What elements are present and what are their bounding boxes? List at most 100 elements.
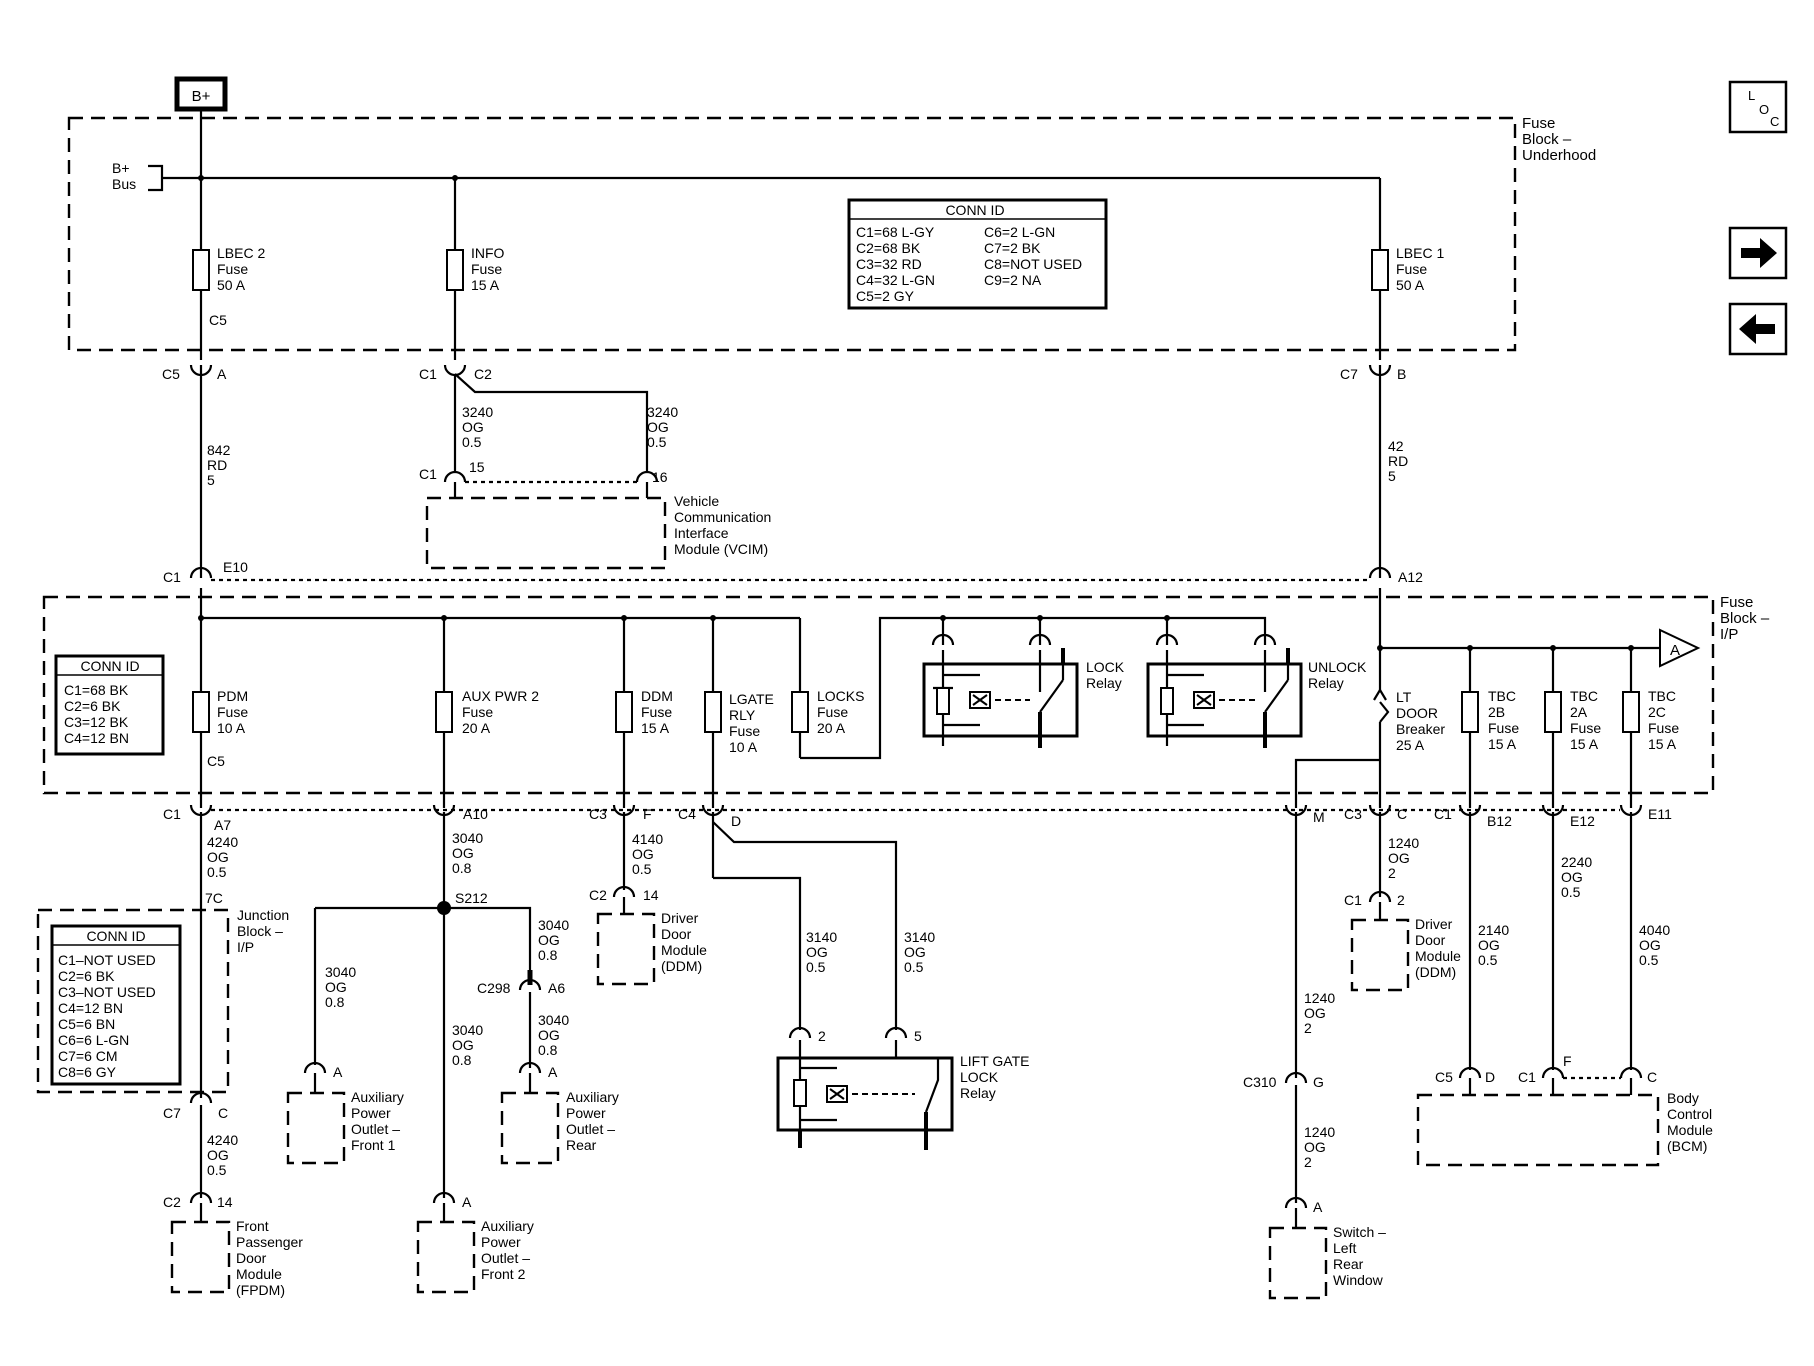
ip-a12: A12 (1398, 569, 1423, 585)
breaker-label: LT DOOR Breaker 25 A (1396, 689, 1449, 753)
wire-3240-b: 3240 OG 0.5 (647, 404, 682, 450)
apo-f2-pin: A (462, 1194, 472, 1210)
module-ddm-left (596, 912, 656, 986)
fuse-ddm-label: DDM Fuse 15 A (641, 688, 677, 736)
underhood-label: Fuse Block – Underhood (1522, 115, 1596, 164)
offpage-connector-a[interactable] (1659, 628, 1701, 668)
fuse-lbec2-label: LBEC 2 Fuse 50 A (217, 245, 269, 293)
conn-id-ip: CONN ID C1=68 BK C2=6 BK C3=12 BK C4=12 … (54, 654, 165, 756)
lock-relay-label: LOCK Relay (1086, 659, 1128, 691)
wire-1240-b: 1240 OG 2 (1304, 990, 1339, 1036)
svg-text:C1=68 L-GY C2=68 BK: C1=68 L-GY C2=68 BK C3=32 RD C4=32 L-GN … (856, 224, 939, 304)
svg-text:O: O (1759, 102, 1769, 117)
wire-2240: 2240 OG 0.5 (1561, 854, 1596, 900)
wire-4240-b: 4240 OG 0.5 (207, 1132, 242, 1178)
fuse-locks (791, 691, 809, 733)
arrow-left-icon[interactable] (1728, 302, 1788, 356)
wire-42: 42 RD 5 (1388, 438, 1412, 484)
module-switch-left-rear-window (1268, 1226, 1328, 1300)
fuse-tbc-2a-label: TBC 2A Fuse 15 A (1570, 688, 1605, 752)
switch-pin-a: A (1313, 1199, 1323, 1215)
junction-block-ip (36, 908, 230, 1094)
wire-3040-e: 3040 OG 0.8 (452, 1022, 487, 1068)
wire-3040-d: 3040 OG 0.8 (538, 1012, 573, 1058)
wire-3040-b: 3040 OG 0.8 (325, 964, 360, 1010)
module-apo-front-2 (416, 1220, 476, 1294)
module-apo-front-1 (286, 1091, 346, 1165)
wire-2140: 2140 OG 0.5 (1478, 922, 1513, 968)
module-ddm-right (1350, 918, 1410, 992)
fuse-aux-pwr-2-label: AUX PWR 2 Fuse 20 A (462, 688, 543, 736)
ddm-right-label: Driver Door Module (DDM) (1415, 916, 1465, 980)
svg-text:CONN ID: CONN ID (945, 202, 1004, 218)
ip-c1-e10: C1E10 (163, 559, 248, 585)
fuse-lbec1 (1371, 249, 1389, 291)
arrow-right-icon[interactable] (1728, 226, 1788, 280)
lift-gate-relay (776, 1040, 954, 1150)
fuse-lbec2 (192, 249, 210, 291)
bcm-label: Body Control Module (BCM) (1667, 1090, 1717, 1154)
wire-4240-a: 4240 OG 0.5 (207, 834, 242, 880)
ddm-left-label: Driver Door Module (DDM) (661, 910, 711, 974)
ip-block-label: Fuse Block – I/P (1720, 594, 1773, 643)
svg-text:C1–NOT USED C2=6 BK: C1–NOT USED C2=6 BK C3–NOT USED C4=12 BN… (58, 952, 160, 1080)
c5-inner-label: C5 (209, 312, 227, 328)
fuse-pdm-label: PDM Fuse 10 A (217, 688, 252, 736)
svg-text:L: L (1748, 88, 1755, 103)
fuse-aux-pwr-2 (435, 691, 453, 733)
svg-text:C6=2 L-GN C7=2 BK: C6=2 L-GN C7=2 BK C8=NOT USED C9=2 NA (984, 224, 1086, 288)
wire-3140-b: 3140 OG 0.5 (904, 929, 939, 975)
wire-3040-a: 3040 OG 0.8 (452, 830, 487, 876)
wire-4040: 4040 OG 0.5 (1639, 922, 1674, 968)
fuse-tbc-2b (1461, 691, 1479, 733)
fuse-block-ip (42, 595, 1715, 795)
fuse-tbc-2c-label: TBC 2C Fuse 15 A (1648, 688, 1683, 752)
bcm-connectors: C5 D C1 F C (1435, 1053, 1657, 1085)
fuse-tbc-2c (1622, 691, 1640, 733)
pdm-c5-label: C5 (207, 753, 225, 769)
vcim-label: Vehicle Communication Interface Module (… (674, 493, 775, 557)
svg-text:C1=68 BK C2=6 BK C: C1=68 BK C2=6 BK C3=12 BK C4=12 BN (64, 682, 132, 746)
module-bcm (1416, 1093, 1660, 1167)
offpage-a-label: A (1670, 642, 1680, 659)
junction-block-label: Junction Block – I/P (237, 907, 293, 955)
fuse-ddm (615, 691, 633, 733)
apo-f2-label: Auxiliary Power Outlet – Front 2 (481, 1218, 538, 1282)
unlock-relay-label: UNLOCK Relay (1308, 659, 1370, 691)
svg-text:CONN ID: CONN ID (86, 928, 145, 944)
fuse-lgate-rly-label: LGATE RLY Fuse 10 A (729, 691, 778, 755)
fuse-info-label: INFO Fuse 15 A (471, 245, 508, 293)
conn-id-underhood: CONN ID C1=68 L-GY C2=68 BK C3=32 RD C4=… (847, 198, 1108, 310)
switch-label: Switch – Left Rear Window (1333, 1224, 1390, 1288)
fpdm-label: Front Passenger Door Module (FPDM) (236, 1218, 307, 1298)
conn-a10: A10 (463, 806, 488, 822)
wire-1240-a: 1240 OG 2 (1388, 835, 1423, 881)
apo-rear-label: Auxiliary Power Outlet – Rear (566, 1089, 623, 1153)
unlock-relay (1146, 633, 1303, 748)
conn-id-junction: CONN ID C1–NOT USED C2=6 BK C3–NOT USED … (50, 924, 182, 1086)
svg-text:CONN ID: CONN ID (80, 658, 139, 674)
conn-m: M (1313, 809, 1325, 825)
conn-e11: E11 (1648, 806, 1672, 822)
battery-label: B+ (192, 88, 211, 105)
fuse-tbc-2b-label: TBC 2B Fuse 15 A (1488, 688, 1523, 752)
conn-c1-a7: C1A7 (163, 806, 231, 833)
wire-4140: 4140 OG 0.5 (632, 831, 667, 877)
module-vcim (425, 496, 667, 570)
fuse-pdm (192, 691, 210, 733)
conn-e12: E12 (1570, 813, 1595, 829)
loc-icon[interactable]: L O C (1728, 80, 1788, 134)
apo-f1-pin: A (333, 1064, 343, 1080)
